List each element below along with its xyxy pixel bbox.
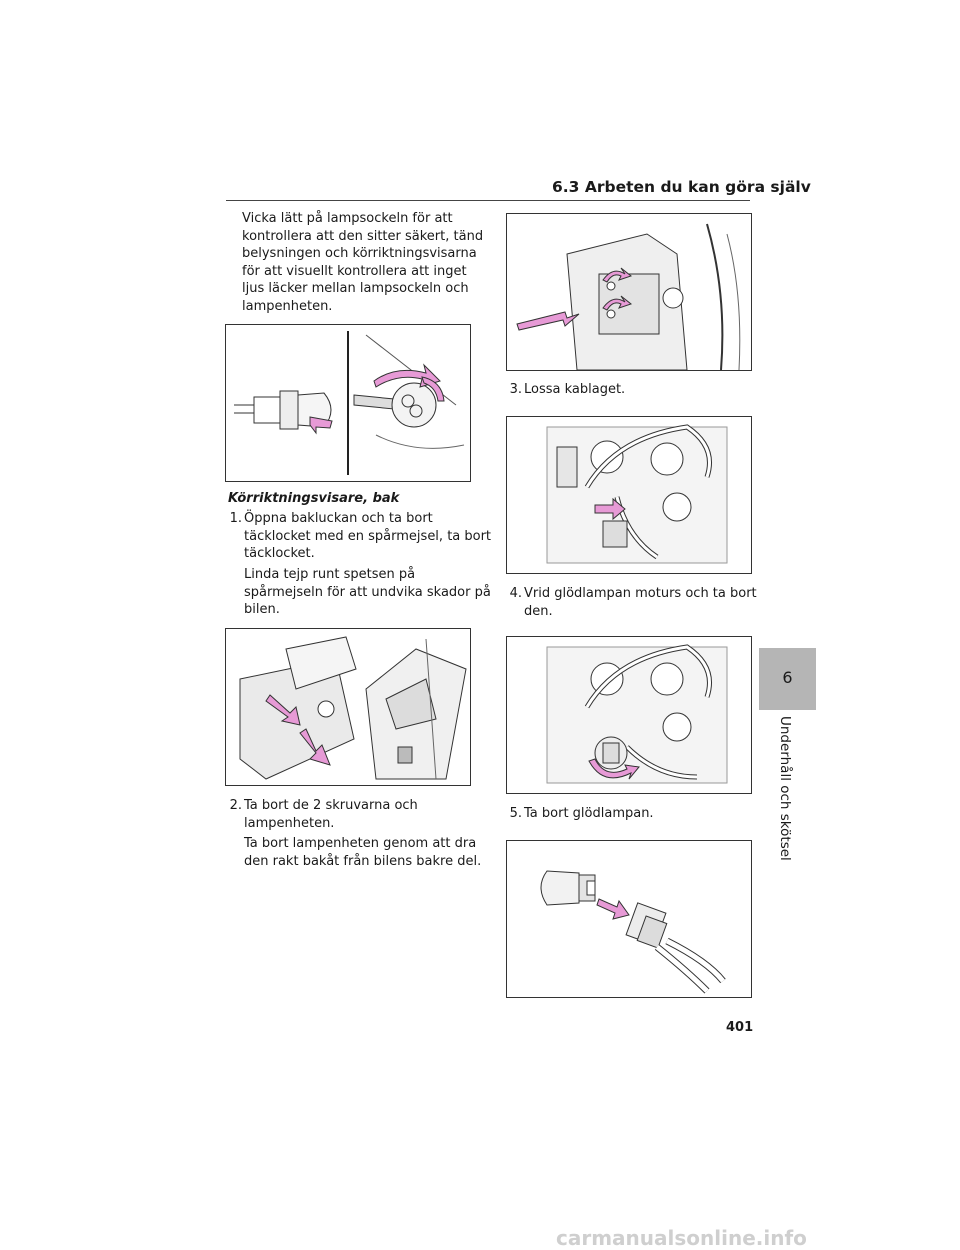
figure-cover-removal [225, 628, 471, 786]
figure-socket-check [225, 324, 471, 482]
note-text: spårmejseln för att undvika skador på [244, 584, 491, 600]
step-1-note: Linda tejp runt spetsen på spårmejseln f… [244, 566, 491, 619]
figure-twist-bulb [506, 636, 752, 794]
step-number: 2. [229, 798, 242, 813]
intro-line: lampenheten. [242, 298, 333, 314]
step-number: 1. [229, 511, 242, 526]
header-divider [226, 200, 750, 201]
intro-line: ljus läcker mellan lampsockeln och [242, 281, 469, 297]
note-text: den rakt bakåt från bilens bakre del. [244, 853, 482, 869]
step-text: täcklocket. [244, 546, 315, 562]
watermark: carmanualsonline.info [556, 1226, 807, 1250]
step-text: Lossa kablaget. [524, 382, 626, 397]
step-4: 4.Vrid glödlampan moturs och ta bort den… [502, 585, 757, 620]
page-number: 401 [726, 1020, 754, 1035]
step-text: täcklocket med en spårmejsel, ta bort [244, 528, 492, 544]
step-text: Ta bort de 2 skruvarna och [244, 798, 418, 813]
chapter-tab [759, 648, 816, 710]
intro-paragraph: Vicka lätt på lampsockeln för att kontro… [242, 210, 483, 316]
chapter-title: Underhåll och skötsel [777, 716, 793, 861]
step-text: Vrid glödlampan moturs och ta bort [524, 586, 757, 601]
step-text: Ta bort glödlampan. [524, 806, 654, 821]
step-2-note: Ta bort lampenheten genom att dra den ra… [244, 835, 481, 870]
section-title: 6.3 Arbeten du kan göra själv [552, 178, 811, 196]
note-text: bilen. [244, 602, 280, 618]
step-number: 4. [509, 586, 522, 601]
step-number: 5. [509, 806, 522, 821]
note-text: Ta bort lampenheten genom att dra [244, 836, 477, 851]
step-text: den. [524, 603, 553, 619]
intro-line: kontrollera att den sitter säkert, tänd [242, 228, 484, 244]
step-2: 2.Ta bort de 2 skruvarna och lampenheten… [222, 797, 418, 832]
figure-remove-bulb [506, 840, 752, 998]
step-number: 3. [509, 382, 522, 397]
intro-line: Vicka lätt på lampsockeln för att [242, 211, 453, 226]
intro-line: belysningen och körriktningsvisarna [242, 246, 477, 262]
step-text: Öppna bakluckan och ta bort [244, 511, 433, 526]
figure-lamp-unit-removal [506, 213, 752, 371]
step-text: lampenheten. [244, 815, 335, 831]
figure-disconnect-wiring [506, 416, 752, 574]
step-3: 3.Lossa kablaget. [502, 381, 626, 399]
subheading-rear-turn-signal: Körriktningsvisare, bak [228, 491, 400, 506]
note-text: Linda tejp runt spetsen på [244, 567, 416, 582]
intro-line: för att visuellt kontrollera att inget [242, 263, 467, 279]
step-5: 5.Ta bort glödlampan. [502, 805, 654, 823]
chapter-number: 6 [782, 668, 793, 687]
step-1: 1.Öppna bakluckan och ta bort täcklocket… [222, 510, 491, 563]
